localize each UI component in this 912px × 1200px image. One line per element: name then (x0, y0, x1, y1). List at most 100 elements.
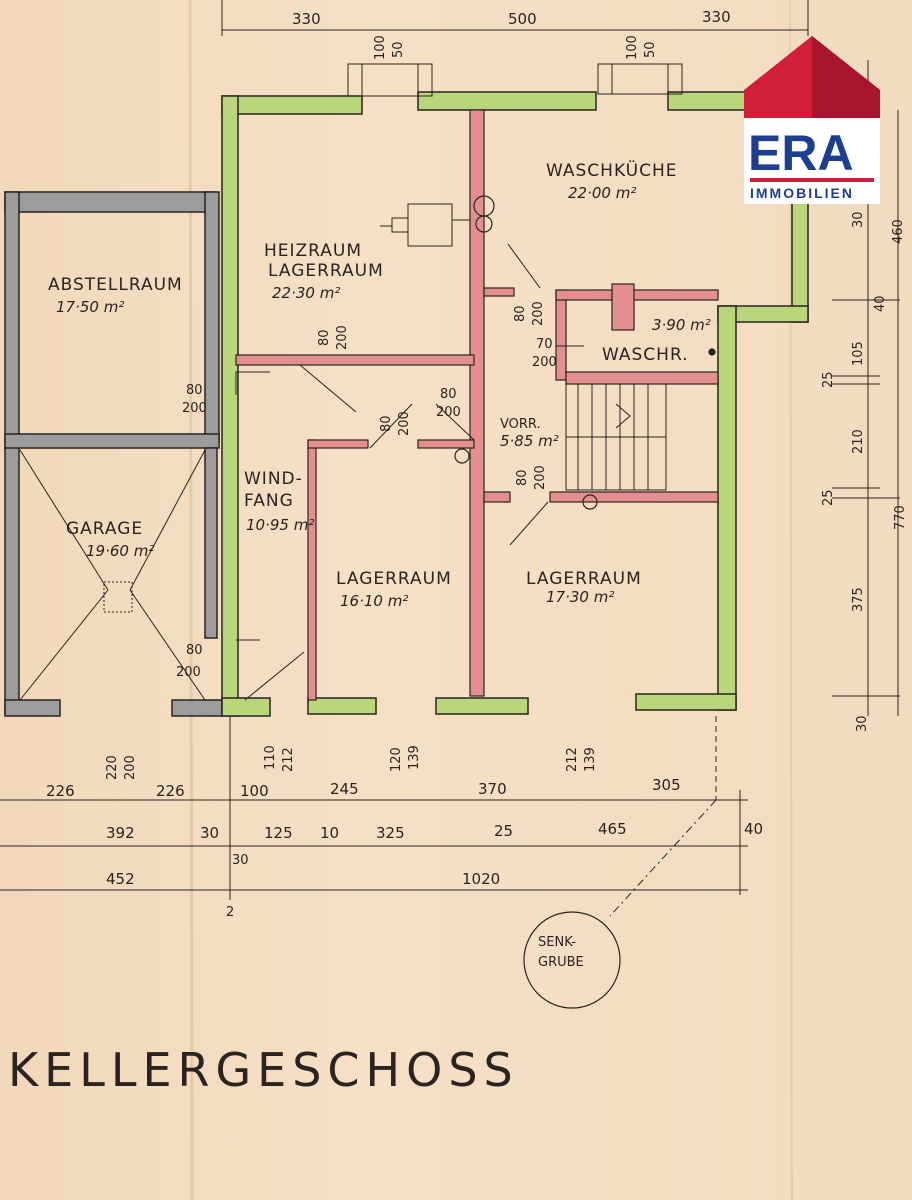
dim-label: 245 (330, 780, 359, 798)
garage-block (4, 191, 223, 717)
dim-label: 325 (376, 824, 405, 842)
dim-label: 500 (508, 10, 537, 28)
door-dim: 80 (440, 387, 457, 402)
dim-label: 220 (105, 755, 120, 780)
dim-label: 50 (391, 41, 406, 58)
window-marks (347, 63, 683, 97)
door-dim: 80 (186, 383, 203, 398)
room-name-lagerraum-2: LAGERRAUM (526, 569, 642, 589)
dim-label: 100 (625, 35, 640, 60)
dim-label: 210 (851, 429, 866, 454)
dim-label: 100 (240, 782, 269, 800)
dim-label: 120 (389, 747, 404, 772)
bottom-dimension-labels: 226 226 100 245 370 305 392 30 125 10 32… (46, 776, 763, 920)
bottom-dimension-rows (0, 716, 748, 917)
door-dim: 70 (536, 337, 553, 352)
dim-label: 30 (232, 853, 249, 868)
dim-label: 770 (893, 505, 908, 530)
dim-label: 200 (123, 755, 138, 780)
logo-sub: IMMOBILIEN (750, 185, 854, 201)
room-area-garage: 19·60 m² (86, 542, 154, 560)
room-name-lagerraum-heiz: LAGERRAUM (268, 261, 384, 281)
dim-label: 460 (891, 219, 906, 244)
door-dim: 200 (176, 665, 201, 680)
dim-label: 25 (494, 822, 513, 840)
senkgrube: SENK- GRUBE (523, 911, 621, 1009)
room-labels: ABSTELLRAUM 17·50 m² GARAGE 19·60 m² HEI… (48, 159, 711, 610)
dim-label: 30 (855, 715, 870, 732)
door-dim: 200 (335, 325, 350, 350)
dim-label: 305 (652, 776, 681, 794)
boiler-icon (380, 203, 470, 247)
room-area-abstellraum: 17·50 m² (56, 298, 124, 316)
door-dim: 200 (533, 465, 548, 490)
door-dim: 200 (531, 301, 546, 326)
door-swings (235, 232, 584, 701)
room-name-abstellraum: ABSTELLRAUM (48, 275, 183, 295)
dim-label: 100 (373, 35, 388, 60)
dim-label: 465 (598, 820, 627, 838)
era-logo: ERA IMMOBILIEN (744, 36, 880, 204)
dim-label: 330 (702, 8, 731, 26)
room-name-windfang-2: FANG (244, 491, 294, 511)
door-dim: 80 (186, 643, 203, 658)
senkgrube-label-1: SENK- (538, 935, 576, 950)
door-dim: 200 (436, 405, 461, 420)
dim-label: 139 (583, 747, 598, 772)
dim-label: 392 (106, 824, 135, 842)
dim-label: 105 (851, 341, 866, 366)
dim-label: 226 (46, 782, 75, 800)
bottom-window-dims: 220 200 110 212 120 139 212 139 (105, 745, 598, 780)
dim-label: 212 (281, 747, 296, 772)
dim-label: 40 (744, 820, 763, 838)
door-dim: 200 (182, 401, 207, 416)
room-name-windfang-1: WIND- (244, 469, 303, 489)
room-area-lagerraum-1: 16·10 m² (340, 592, 408, 610)
dim-label: 226 (156, 782, 185, 800)
dim-label: 212 (565, 747, 580, 772)
plan-title: KELLERGESCHOSS (8, 1043, 519, 1097)
room-area-windfang: 10·95 m² (246, 516, 314, 534)
room-name-garage: GARAGE (66, 519, 143, 539)
top-dimension-line: 330 500 330 100 50 100 50 (221, 0, 809, 60)
room-name-waschr: WASCHR. (602, 345, 689, 365)
dim-label: 1020 (462, 870, 500, 888)
room-name-lagerraum-1: LAGERRAUM (336, 569, 452, 589)
dim-label: 40 (873, 295, 888, 312)
senkgrube-label-2: GRUBE (538, 955, 584, 970)
dim-label: 50 (643, 41, 658, 58)
dim-label: 370 (478, 780, 507, 798)
room-area-heizraum: 22·30 m² (272, 284, 340, 302)
door-dimensions: 80 200 80 200 80 200 70 200 80 200 80 20… (176, 301, 557, 680)
dim-label: 10 (320, 824, 339, 842)
logo-brand: ERA (748, 125, 854, 181)
door-dim: 80 (379, 415, 394, 432)
dim-label: 139 (407, 745, 422, 770)
paper-fold (188, 0, 194, 1200)
dim-label: 375 (851, 587, 866, 612)
door-dim: 80 (513, 305, 528, 322)
door-dim: 200 (397, 411, 412, 436)
interior-walls (235, 109, 719, 701)
dim-label: 25 (821, 489, 836, 506)
room-area-waschr: 3·90 m² (652, 316, 711, 334)
dim-label: 25 (821, 371, 836, 388)
dim-label: 30 (200, 824, 219, 842)
door-dim: 80 (317, 329, 332, 346)
room-name-vorr: VORR. (500, 417, 541, 432)
room-area-vorr: 5·85 m² (500, 432, 559, 450)
dim-label: 125 (264, 824, 293, 842)
dim-label: 30 (851, 211, 866, 228)
room-area-lagerraum-2: 17·30 m² (546, 588, 614, 606)
dim-label: 110 (263, 745, 278, 770)
staircase (565, 383, 667, 491)
door-dim: 80 (515, 469, 530, 486)
dim-label: 452 (106, 870, 135, 888)
room-area-waschkueche: 22·00 m² (568, 184, 636, 202)
dim-label: 2 (226, 905, 234, 920)
door-dim: 200 (532, 355, 557, 370)
dim-label: 330 (292, 10, 321, 28)
room-name-heizraum: HEIZRAUM (264, 241, 362, 261)
